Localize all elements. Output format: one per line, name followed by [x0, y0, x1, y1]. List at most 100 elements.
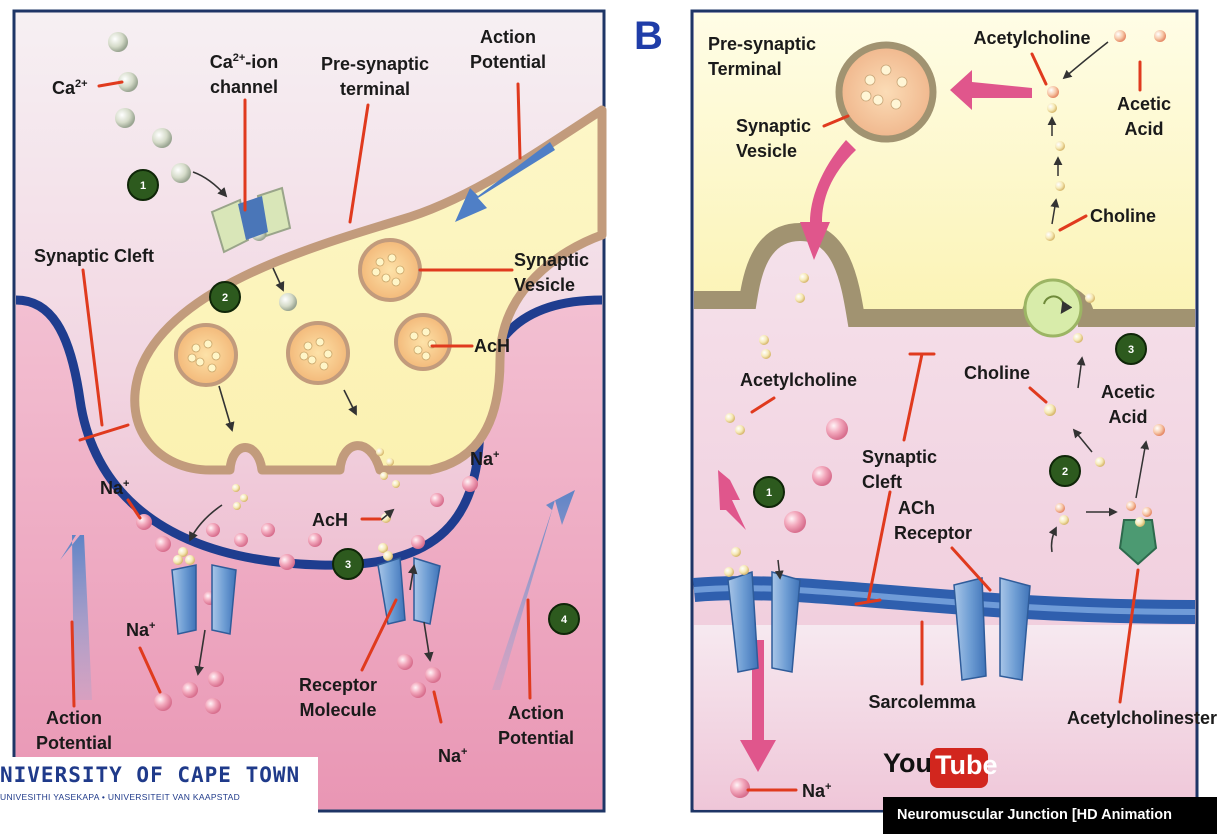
svg-text:2: 2 [1062, 466, 1068, 478]
receptor-channel-left [171, 564, 237, 635]
label-presynaptic-1: Pre-synaptic [321, 54, 429, 74]
calcium-ion [152, 128, 172, 148]
label-b-choline-top: Choline [1090, 206, 1156, 226]
step-marker: 2 [209, 281, 241, 313]
ach-receptor [953, 577, 987, 681]
label-action-potential-top-1: Action [480, 27, 536, 47]
panel-a-muscle [16, 300, 602, 809]
panel-b-choline-transporter [1023, 278, 1083, 338]
label-b-acetic-acid-mid-2: Acid [1108, 407, 1147, 427]
label-b-presynaptic-1: Pre-synaptic [708, 34, 816, 54]
calcium-ion [171, 163, 191, 183]
step-marker: 4 [548, 603, 580, 635]
label-ca-channel: Ca2+-ion [210, 52, 279, 72]
label-b-presynaptic-2: Terminal [708, 59, 782, 79]
panel-a: 1 2 3 4 Ca2+ Ca2+-ion channel Pre-synapt… [12, 9, 607, 813]
calcium-ion [279, 293, 297, 311]
label-b-acetylcholinesterase: Acetylcholinesteras [1067, 708, 1217, 728]
label-action-potential-top-2: Potential [470, 52, 546, 72]
calcium-ion [108, 32, 128, 52]
svg-text:3: 3 [1128, 344, 1134, 356]
label-b-synaptic-vesicle-1: Synaptic [736, 116, 811, 136]
label-b-ach-receptor-2: Receptor [894, 523, 972, 543]
step-marker: 1 [127, 169, 159, 201]
ach-receptor [999, 577, 1031, 681]
label-action-potential-right-2: Potential [498, 728, 574, 748]
label-action-potential-right-1: Action [508, 703, 564, 723]
label-receptor-1: Receptor [299, 675, 377, 695]
label-action-potential-left-2: Potential [36, 733, 112, 753]
label-na-3: Na+ [126, 620, 155, 640]
svg-text:4: 4 [561, 614, 568, 626]
label-presynaptic-2: terminal [340, 79, 410, 99]
synaptic-vesicle [174, 323, 238, 387]
panel-b-presynaptic-terminal [694, 13, 1195, 320]
label-ach: AcH [474, 336, 510, 356]
label-receptor-2: Molecule [299, 700, 376, 720]
svg-text:1: 1 [140, 180, 146, 192]
action-potential-arrow-left [60, 535, 92, 700]
labels-b: Pre-synaptic Terminal Acetylcholine Acet… [708, 28, 1217, 801]
label-ca-channel-2: channel [210, 77, 278, 97]
university-name: NIVERSITY OF CAPE TOWN [0, 763, 301, 787]
label-b-synaptic-vesicle-2: Vesicle [736, 141, 797, 161]
label-b-acetylcholine-top: Acetylcholine [973, 28, 1090, 48]
label-b-acetic-acid-top-1: Acetic [1117, 94, 1171, 114]
step-marker: 1 [753, 476, 785, 508]
label-b-acetic-acid-mid-1: Acetic [1101, 382, 1155, 402]
step-marker: 2 [1049, 455, 1081, 487]
action-potential-arrow-right [492, 490, 575, 690]
calcium-ion [118, 72, 138, 92]
youtube-logo-you: You [883, 748, 932, 778]
receptor-channel-right [377, 556, 441, 625]
svg-text:2: 2 [222, 292, 228, 304]
label-b-acetylcholine-mid: Acetylcholine [740, 370, 857, 390]
label-b-ach-receptor-1: ACh [898, 498, 935, 518]
calcium-ion [115, 108, 135, 128]
label-b-choline-mid: Choline [964, 363, 1030, 383]
synaptic-vesicle [358, 238, 422, 302]
university-subtitle: UNIVESITHI YASEKAPA • UNIVERSITEIT VAN K… [0, 792, 241, 802]
labels-a: Ca2+ Ca2+-ion channel Pre-synaptic termi… [34, 27, 589, 766]
synaptic-vesicle [286, 321, 350, 385]
step-marker: 3 [332, 548, 364, 580]
flow-arrows-b [774, 41, 1150, 580]
label-na-4: Na+ [438, 746, 467, 766]
label-ach-2: AcH [312, 510, 348, 530]
label-synaptic-vesicle-1: Synaptic [514, 250, 589, 270]
step-markers-a: 1 2 3 4 [127, 169, 580, 635]
panel-b-letter: B [634, 14, 663, 58]
youtube-logo-box [930, 748, 988, 788]
ach-receptors-b [727, 570, 1031, 681]
label-synaptic-cleft: Synaptic Cleft [34, 246, 154, 266]
label-leader-lines-a [70, 80, 532, 724]
youtube-logo-tube: Tube [935, 750, 998, 780]
label-na-1: Na+ [470, 449, 499, 469]
label-synaptic-vesicle-2: Vesicle [514, 275, 575, 295]
label-b-acetic-acid-top-2: Acid [1124, 119, 1163, 139]
label-ca-ion: Ca2+ [52, 78, 88, 98]
label-b-na: Na+ [802, 781, 831, 801]
particles-b [724, 30, 1166, 798]
label-leader-lines-b [746, 52, 1142, 792]
label-action-potential-left-1: Action [46, 708, 102, 728]
svg-text:1: 1 [766, 487, 772, 499]
panel-b: B [634, 9, 1217, 813]
svg-text:3: 3 [345, 559, 351, 571]
ach-receptor [771, 571, 801, 673]
university-logo: NIVERSITY OF CAPE TOWN UNIVESITHI YASEKA… [0, 757, 318, 815]
label-b-synaptic-cleft-2: Cleft [862, 472, 902, 492]
step-markers-b: 1 2 3 [753, 333, 1147, 508]
step-marker: 3 [1115, 333, 1147, 365]
label-b-sarcolemma: Sarcolemma [868, 692, 976, 712]
label-b-synaptic-cleft-1: Synaptic [862, 447, 937, 467]
flow-arrows-a [189, 171, 434, 676]
video-title-caption: Neuromuscular Junction [HD Animation [883, 797, 1217, 834]
acetylcholinesterase-enzyme [1118, 519, 1158, 566]
panel-b-pink-arrows [718, 70, 1032, 772]
label-na-2: Na+ [100, 478, 129, 498]
action-potential-arrow-top [455, 142, 555, 222]
panel-b-synaptic-vesicle [835, 41, 937, 143]
synaptic-vesicle [394, 313, 452, 371]
